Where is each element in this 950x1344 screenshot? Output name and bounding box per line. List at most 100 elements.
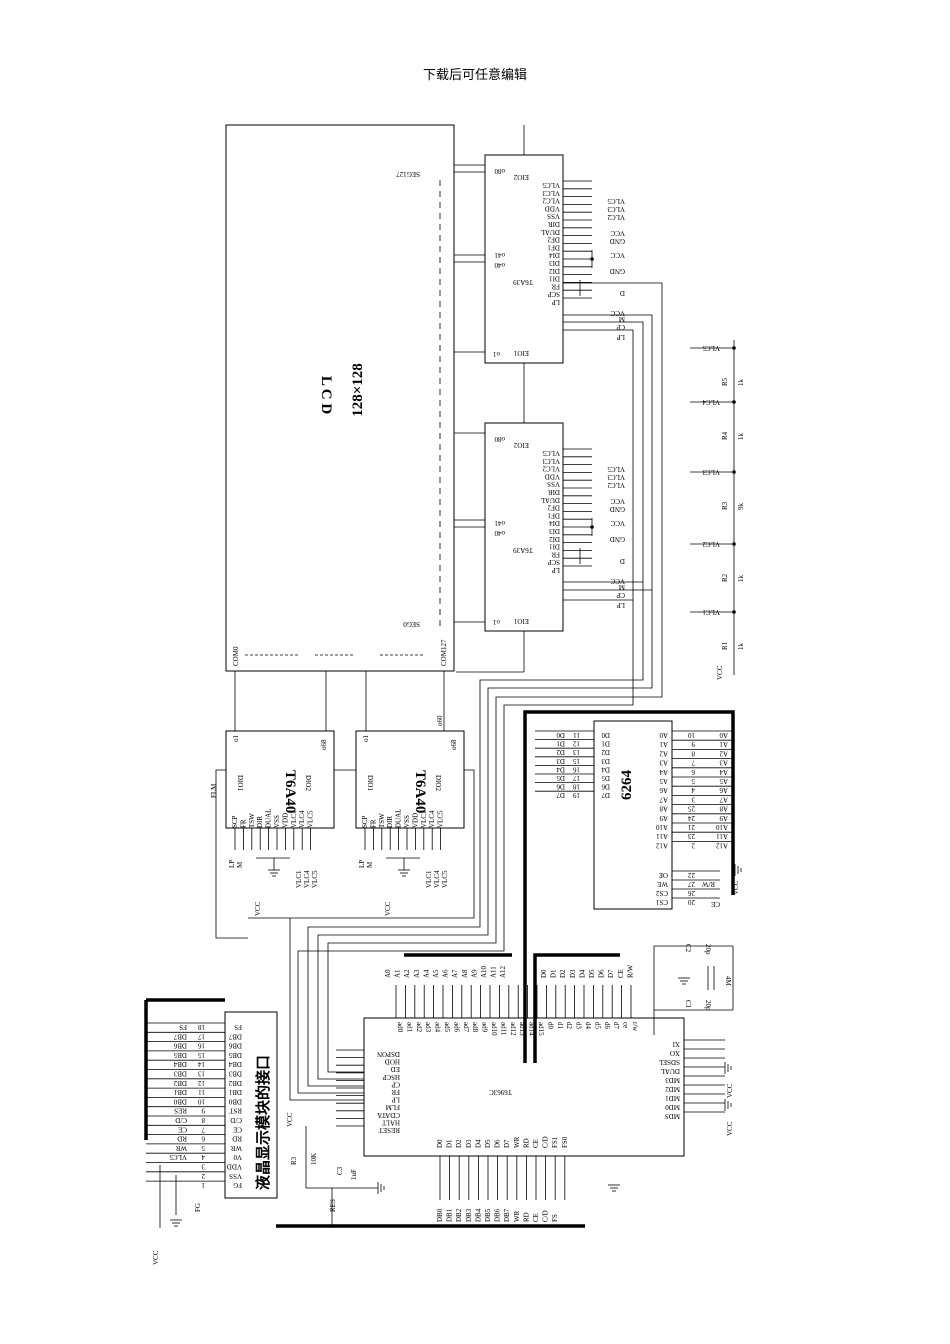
- connector-num-4: 14: [198, 1060, 206, 1068]
- ram-d-net-5: D5: [556, 774, 565, 782]
- connector-num-16: 2: [201, 1172, 205, 1180]
- col-driver-bottom-pin-4: VSS: [547, 480, 560, 488]
- ram-a-num-4: 6: [691, 768, 695, 776]
- ram-a-num-10: 21: [688, 823, 696, 831]
- col-driver-bottom-pin-2: VLC2: [542, 465, 560, 473]
- ctrl-right-vcc-1: VCC: [726, 1083, 734, 1098]
- col-driver-top-o40: o40: [494, 261, 505, 269]
- ctrl-bottom-bus-7: DB7: [503, 1208, 511, 1222]
- row-driver-left-pin-6: VDD: [281, 813, 289, 828]
- wire-dio2-right: [464, 769, 475, 918]
- ram-d-net-6: D6: [556, 783, 565, 791]
- ctrl-bottom-bus-10: CE: [532, 1213, 540, 1222]
- row-driver-left-pin-7: VLC1: [290, 810, 298, 828]
- ctrl-top-pin-6: ad6: [452, 1022, 460, 1033]
- col-driver-top-o80: o80: [494, 167, 505, 175]
- reset-r: R3: [290, 1156, 298, 1165]
- row-driver-left-pin-3: DIR: [256, 816, 264, 828]
- col-driver-bottom-pin-3: VDD: [545, 472, 560, 480]
- connector-net-9: RES: [174, 1107, 187, 1115]
- ram-d-pin-1: D1: [601, 740, 610, 748]
- ctrl-bottom-pin-5: D5: [484, 1139, 492, 1148]
- col-driver-bottom-net-6: GND: [610, 535, 625, 543]
- connector-pin-6: DB2: [228, 1079, 242, 1087]
- ctrl-right-pin-4: MD3: [665, 1076, 680, 1084]
- ctrl-top-pin-11: ad11: [499, 1022, 507, 1036]
- ram-d-num-0: 11: [573, 731, 580, 739]
- col-driver-bottom-net-5: VCC: [610, 519, 625, 527]
- connector-pin-3: DB5: [228, 1051, 242, 1059]
- col-driver-top-net-10: CP: [616, 323, 625, 331]
- ctrl-top-bus-12: A12: [499, 965, 507, 978]
- ctrl-bottom-pin-1: D1: [446, 1139, 454, 1148]
- col-driver-top-pin-13: FR: [551, 282, 560, 290]
- ram-a-pin-5: A5: [659, 777, 668, 785]
- ram-d-net-0: D0: [556, 731, 565, 739]
- div-val-3: 1k: [737, 575, 745, 583]
- row-driver-right-lp: LP: [358, 860, 366, 868]
- ctrl-bottom-bus-6: DB6: [494, 1208, 502, 1222]
- connector-net-14: VLC5: [169, 1153, 187, 1161]
- row-driver-right-dio2: DIO2: [434, 775, 442, 791]
- ram-a-num-12: 2: [691, 841, 695, 849]
- connector-num-12: 6: [201, 1135, 205, 1143]
- row-driver-right-pin-2: TSW: [378, 813, 386, 828]
- connector-net-8: DB0: [173, 1097, 187, 1105]
- col-driver-bottom-pin-6: DUAL: [541, 496, 560, 504]
- col-driver-top-net-9: M: [618, 315, 625, 323]
- ram-a-net-4: A4: [719, 768, 728, 776]
- row-driver-right-vcc: VCC: [384, 901, 392, 916]
- ctrl-bottom-bus-1: DB1: [446, 1208, 454, 1222]
- row-driver-right-o1: o1: [362, 735, 370, 743]
- col-driver-bottom-pin-9: DI4: [549, 519, 560, 527]
- ram-a-net-9: A9: [719, 814, 728, 822]
- ram-a-num-2: 8: [691, 749, 695, 757]
- connector-net-12: RD: [177, 1135, 187, 1143]
- ctrl-top-bus-19: D6: [598, 969, 606, 978]
- col-driver-top-net-3: VCC: [610, 229, 625, 237]
- ctrl-left-pin-5: FR: [391, 1088, 400, 1096]
- col-driver-bottom-pin-0: VLC5: [542, 449, 560, 457]
- connector-net-2: DB6: [173, 1042, 187, 1050]
- ctrl-right-pin-1: XO: [670, 1049, 680, 1057]
- ram-a-net-11: A11: [716, 832, 728, 840]
- ctrl-top-bus-6: A6: [442, 969, 450, 978]
- ctrl-top-pin-3: ad3: [424, 1022, 432, 1033]
- row-driver-right-pin-8: VLC4: [428, 810, 436, 828]
- ctrl-bottom-pin-4: D4: [474, 1139, 482, 1148]
- row-driver-left-vlc1: VLC1: [295, 870, 303, 888]
- ram-c-num-0: 22: [688, 871, 696, 879]
- ram-a-num-6: 4: [691, 786, 695, 794]
- ctrl-top-pin-18: d2: [565, 1022, 573, 1030]
- connector-num-3: 15: [198, 1051, 206, 1059]
- col-driver-bottom-pin-11: DI2: [549, 535, 560, 543]
- wire-lp-link: [563, 329, 634, 601]
- row-driver-right-pin-0: SCP: [361, 815, 369, 828]
- ram-a-pin-3: A3: [659, 759, 668, 767]
- ctrl-top-bus-8: A8: [461, 969, 469, 978]
- col-driver-top-pin-10: DI3: [549, 259, 560, 267]
- col-driver-bottom-eio-bottom: EIO1: [513, 617, 529, 625]
- ctrl-top-pin-16: d0: [546, 1022, 554, 1030]
- row-driver-left-dio1: DIO1: [236, 775, 244, 791]
- xtal-c1: C1: [684, 1000, 692, 1009]
- connector-box: [224, 1011, 278, 1199]
- lcd-panel: [225, 124, 455, 672]
- ctrl-top-pin-5: ad5: [443, 1022, 451, 1033]
- row-driver-right-dio1: DIO1: [366, 775, 374, 791]
- ctrl-chip-name: T6963C: [489, 1088, 512, 1096]
- row-driver-left-o68: o68: [320, 739, 328, 750]
- ctrl-top-bus-7: A7: [451, 969, 459, 978]
- ctrl-top-pin-22: d6: [603, 1022, 611, 1030]
- col-driver-top-labels: EIO2EIO1T6A39o80o41o40o1VLC5VLC3VLC2VDDV…: [493, 167, 626, 358]
- ram-ce: CE: [711, 900, 720, 908]
- ram-a-num-0: 10: [688, 731, 696, 739]
- ctrl-top-pin-10: ad10: [490, 1022, 498, 1036]
- row-driver-right-vlc1: VLC1: [425, 870, 433, 888]
- ram-a-num-9: 24: [688, 814, 696, 822]
- ctrl-top-bus-17: D4: [578, 969, 586, 978]
- row-driver-left-vcc: VCC: [254, 901, 262, 916]
- row-driver-left-chip-name: T6A40: [282, 770, 298, 813]
- connector-num-15: 3: [201, 1163, 205, 1171]
